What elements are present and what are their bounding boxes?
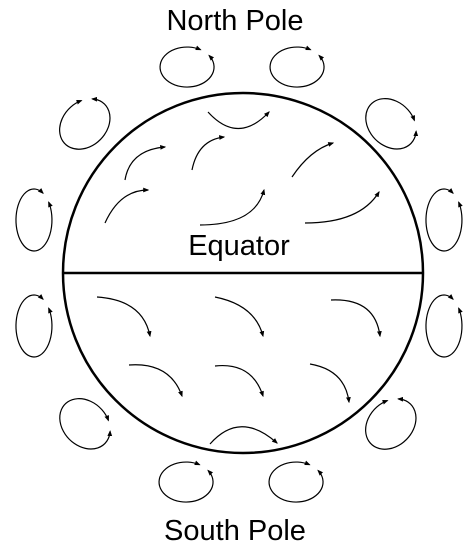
circulation-loop-8 [425, 294, 463, 358]
deflection-arrow-1 [207, 111, 270, 129]
deflection-arrow-9 [214, 296, 265, 338]
deflection-arrow-5 [104, 187, 150, 224]
circulation-loop-4 [365, 98, 419, 150]
circulation-loop-10 [365, 396, 417, 450]
south-pole-label: South Pole [164, 515, 306, 547]
circulation-loop-9 [59, 398, 113, 450]
deflection-arrow-6 [199, 188, 266, 226]
circulation-loop-12 [268, 460, 324, 503]
circulation-loop-3 [59, 96, 111, 150]
deflection-arrow-3 [191, 135, 226, 171]
deflection-arrow-2 [124, 145, 167, 181]
circulation-loop-6 [425, 188, 463, 252]
deflection-arrow-12 [214, 364, 264, 398]
deflection-arrow-10 [330, 299, 382, 338]
deflection-arrow-8 [96, 296, 152, 338]
outer-circulation-loops [15, 45, 463, 503]
circulation-loop-11 [158, 460, 214, 503]
circulation-loop-7 [15, 294, 53, 358]
deflection-arrow-13 [309, 363, 351, 404]
deflection-arrow-7 [304, 190, 380, 224]
inner-deflection-arrows [96, 111, 382, 445]
circulation-loop-2 [269, 45, 325, 88]
deflection-arrow-4 [291, 142, 335, 178]
north-pole-label: North Pole [166, 5, 304, 37]
circulation-loop-1 [159, 45, 215, 88]
deflection-arrow-11 [128, 364, 183, 398]
circulation-loop-5 [15, 188, 53, 252]
equator-label: Equator [188, 230, 290, 262]
deflection-arrow-14 [209, 426, 278, 445]
